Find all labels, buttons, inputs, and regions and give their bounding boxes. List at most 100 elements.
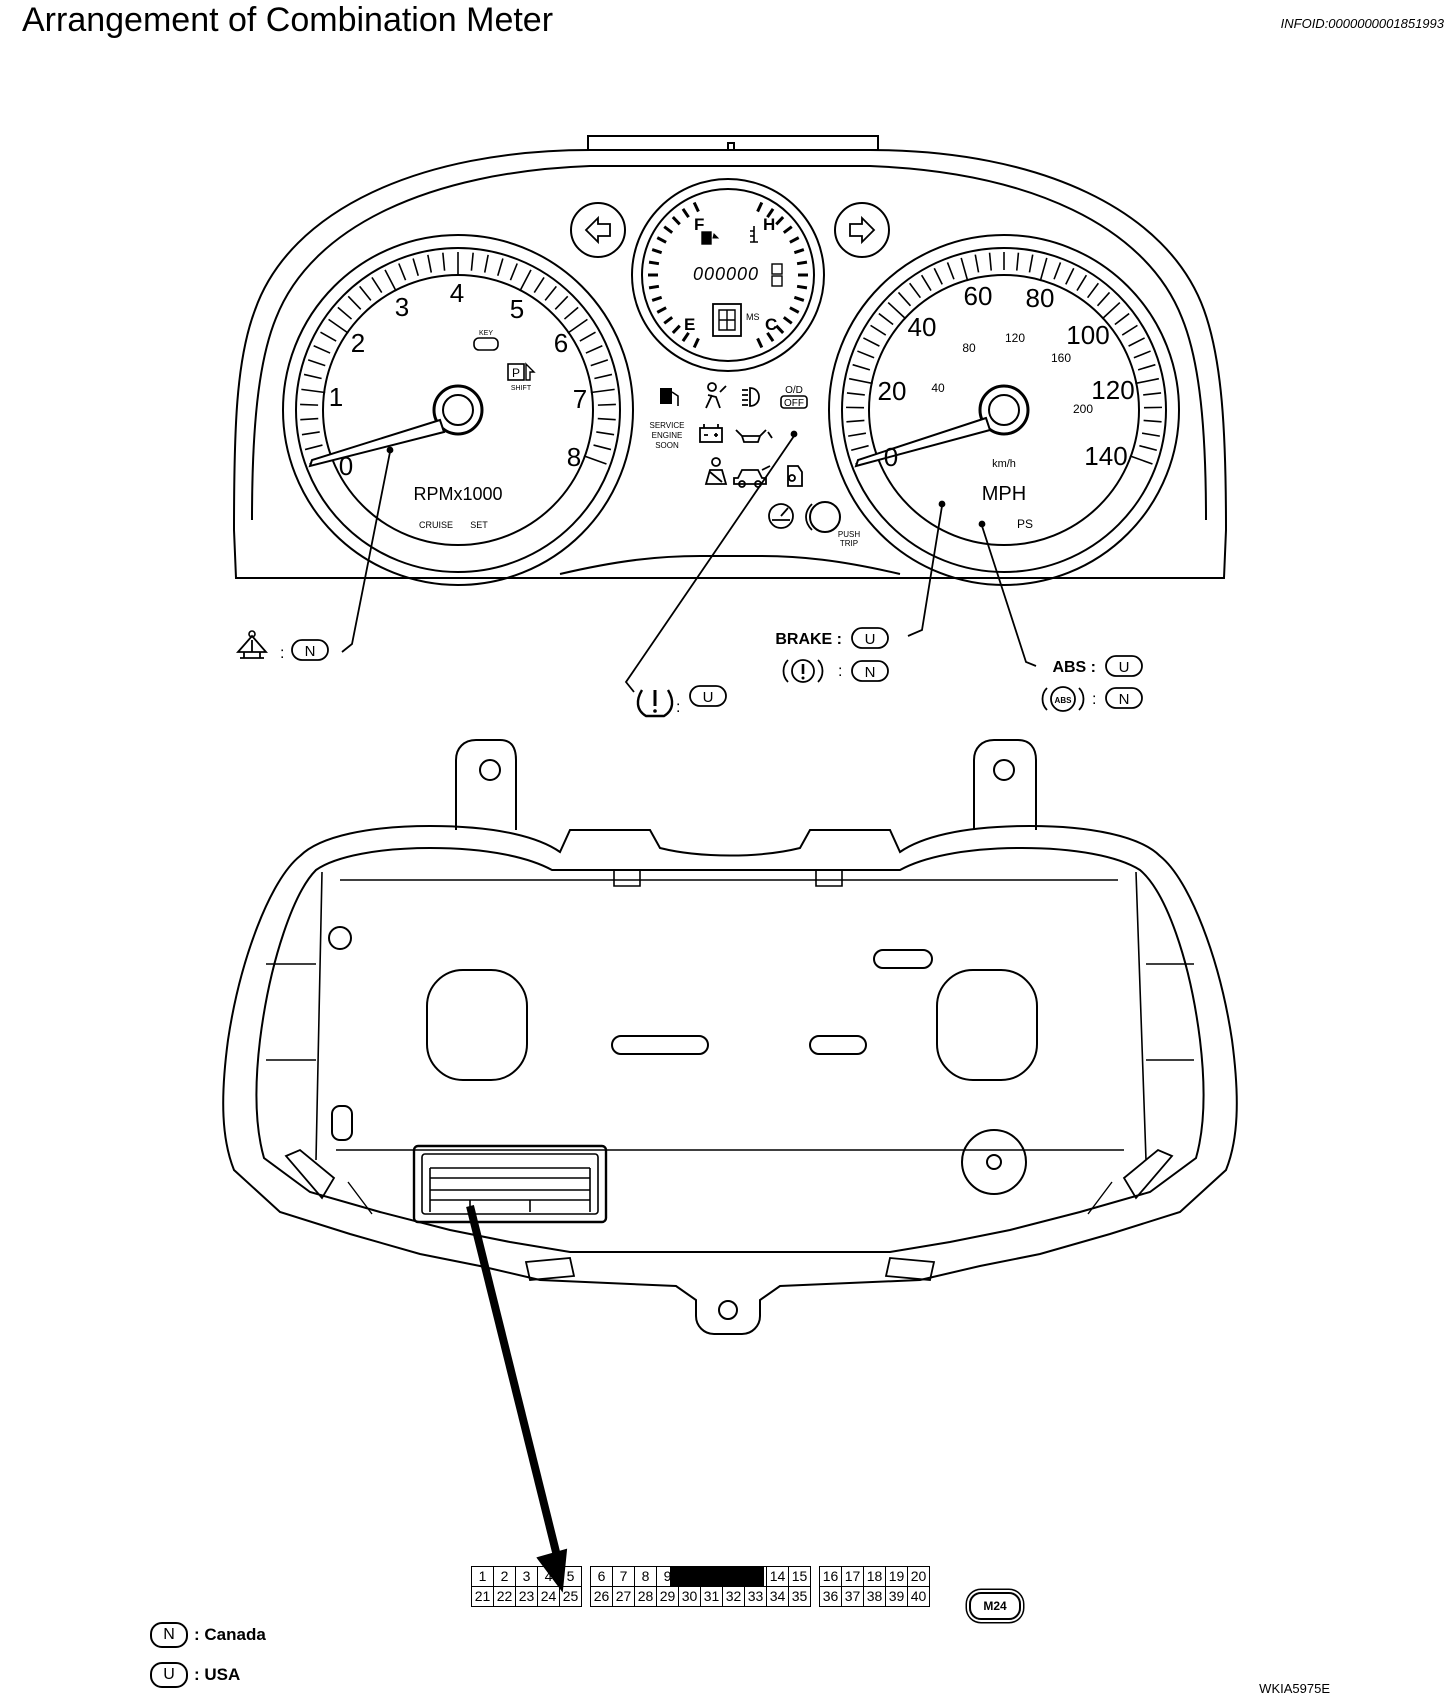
gauge-tick	[848, 377, 873, 385]
push-trip-button	[809, 501, 841, 533]
gauge-segment	[648, 260, 660, 266]
connector-pin: 20	[907, 1566, 930, 1587]
gauge-segment	[648, 284, 660, 290]
connector-pin: 7	[612, 1566, 635, 1587]
connector-pin: 4	[537, 1566, 560, 1587]
center-gauge: F E H C 000000 MS	[631, 178, 825, 372]
ps-label: PS	[1017, 517, 1033, 531]
connector-pin: 18	[863, 1566, 886, 1587]
abs-n-code: N	[1119, 691, 1130, 708]
temp-hot-label: H	[763, 215, 775, 234]
gauge-tick	[848, 432, 867, 437]
gauge-segment	[681, 208, 690, 219]
gauge-tick	[303, 373, 322, 380]
connector-pin: 32	[722, 1586, 745, 1607]
tach-numeral: 8	[567, 442, 581, 472]
connector-pin: 37	[841, 1586, 864, 1607]
gauge-segment	[789, 236, 800, 244]
gauge-segment	[671, 324, 681, 334]
connector-pin: 33	[744, 1586, 767, 1607]
security-icon	[733, 465, 771, 488]
washer-code: N	[305, 643, 316, 660]
gauge-tick	[933, 267, 943, 285]
gauge-segment	[663, 316, 674, 325]
park-glyph: P	[512, 366, 520, 380]
connector-pin: 30	[678, 1586, 701, 1607]
connector-pin: 23	[515, 1586, 538, 1607]
gauge-tick	[496, 258, 504, 276]
gauge-tick	[870, 324, 887, 336]
tach-ticks	[300, 252, 616, 465]
connector-pin: 38	[863, 1586, 886, 1607]
gauge-segment	[692, 337, 700, 349]
gauge-tick	[583, 455, 607, 465]
temperature-icon	[750, 226, 758, 243]
gauge-segment	[796, 284, 808, 290]
gauge-tick	[412, 258, 420, 276]
gauge-tick	[851, 444, 869, 452]
turn-signal-left	[570, 202, 626, 258]
gauge-tick	[593, 444, 612, 451]
gauge-tick	[1143, 392, 1162, 396]
washer-callout: : N	[236, 630, 329, 662]
trip-gauge-icon	[768, 503, 794, 529]
warning-panel: O/D OFF SERVICE ENGINE SOON	[650, 382, 860, 548]
oil-pressure-icon	[735, 429, 773, 443]
gauge-tick	[878, 312, 894, 326]
gauge-tick	[1128, 337, 1145, 347]
gauge-segment	[775, 324, 785, 334]
connector-gap	[582, 1587, 591, 1607]
service-engine-soon-line2: ENGINE	[652, 431, 683, 440]
speedo-ticks	[846, 252, 1162, 465]
gauge-tick	[347, 295, 362, 310]
turn-signal-right	[834, 202, 890, 258]
gauge-tick	[897, 291, 912, 307]
info-id: INFOID:0000000001851993	[1280, 16, 1444, 31]
left-arrow-icon	[584, 215, 611, 245]
connector-pin: 3	[515, 1566, 538, 1587]
gauge-tick	[300, 403, 319, 406]
gauge-segment	[756, 337, 764, 349]
tach-numeral: 6	[554, 328, 568, 358]
legend-item-canada: N : Canada	[150, 1622, 266, 1648]
kmh-numeral: 80	[962, 341, 976, 355]
gauge-tick	[304, 444, 323, 451]
mph-numeral: 140	[1084, 441, 1127, 471]
gauge-tick	[1114, 312, 1130, 326]
connector-pin: 17	[841, 1566, 864, 1587]
key-icon	[473, 337, 499, 351]
tach-numeral: 4	[450, 278, 464, 308]
connector-pin: 16	[819, 1566, 842, 1587]
gauge-segment	[681, 331, 690, 342]
odometer-readout: 000000	[693, 264, 759, 284]
connector-pin: 11	[700, 1566, 723, 1587]
mph-unit: MPH	[982, 483, 1026, 505]
kmh-numeral: 40	[931, 381, 945, 395]
connector-pin: 35	[788, 1586, 811, 1607]
gauge-tick	[846, 419, 865, 423]
gauge-segment	[796, 260, 808, 266]
park-shift-icon	[507, 363, 525, 381]
rear-connector-m24	[412, 1144, 608, 1224]
od-off-indicator	[780, 395, 808, 409]
gauge-tick	[596, 431, 615, 436]
connector-pin: 15	[788, 1566, 811, 1587]
gauge-tick	[909, 282, 922, 299]
legend: N : Canada U : USA	[150, 1622, 266, 1702]
connector-id-badge: M24	[969, 1592, 1021, 1620]
connector-pin: 24	[537, 1586, 560, 1607]
service-engine-soon-line3: SOON	[655, 441, 679, 450]
battery-icon	[699, 424, 723, 443]
mph-numeral: 20	[878, 376, 907, 406]
gauge-tick	[946, 262, 955, 280]
gauge-tick	[544, 285, 557, 301]
right-arrow-icon	[849, 215, 876, 245]
kmh-unit: km/h	[992, 458, 1016, 470]
gauge-segment	[651, 248, 663, 255]
connector-gap	[811, 1567, 820, 1587]
fuel-pump-icon	[701, 231, 712, 245]
gauge-tick	[359, 285, 372, 301]
connector-pin: 10	[678, 1566, 701, 1587]
abs-n-colon: :	[1092, 691, 1096, 708]
